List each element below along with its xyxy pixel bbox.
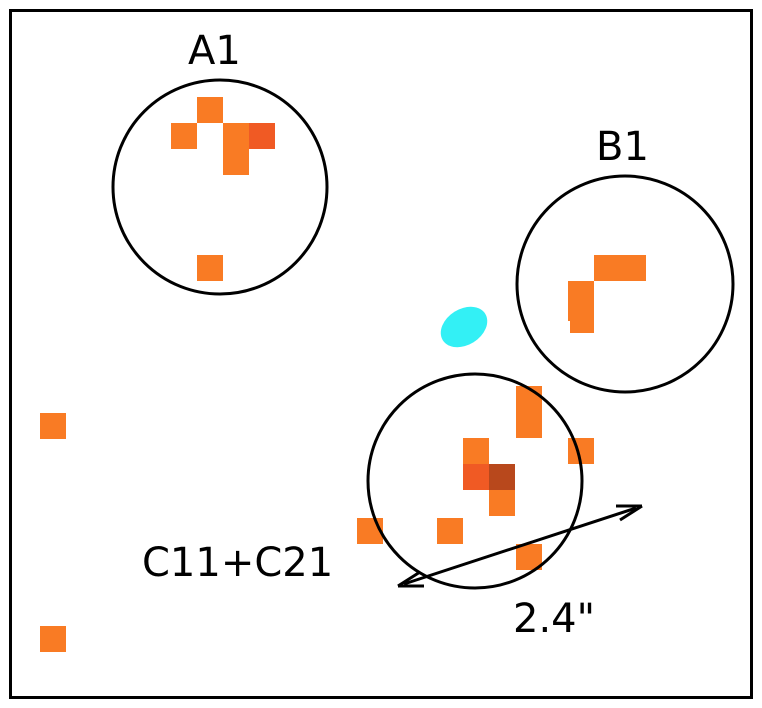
aperture-circle-b1 [515,174,735,394]
pixel [437,518,463,544]
pixel-group-a1 [171,97,275,281]
pixel [40,626,66,652]
aperture-circle-c [366,372,584,590]
label-c11-c21: C11+C21 [142,540,333,586]
aperture-circle-a1 [111,78,329,296]
cyan-ellipse [440,306,488,348]
pixel [197,255,223,281]
pixel [516,544,542,570]
label-a1: A1 [188,28,241,74]
pixel [223,123,249,175]
pixel [463,464,489,490]
pixel [568,281,594,321]
pixel [40,413,66,439]
pixel [249,123,275,149]
pixel-group-b1 [568,255,646,333]
pixel [570,321,594,333]
label-scale: 2.4" [513,596,595,642]
label-b1: B1 [596,124,649,170]
pixel-peak [489,464,515,490]
scale-arrow [397,504,643,588]
pixel [489,490,515,516]
pixel [171,123,197,149]
pixel [463,438,489,464]
frame [9,9,753,699]
pixel [197,97,223,123]
pixel [594,255,646,281]
pixel [357,518,383,544]
